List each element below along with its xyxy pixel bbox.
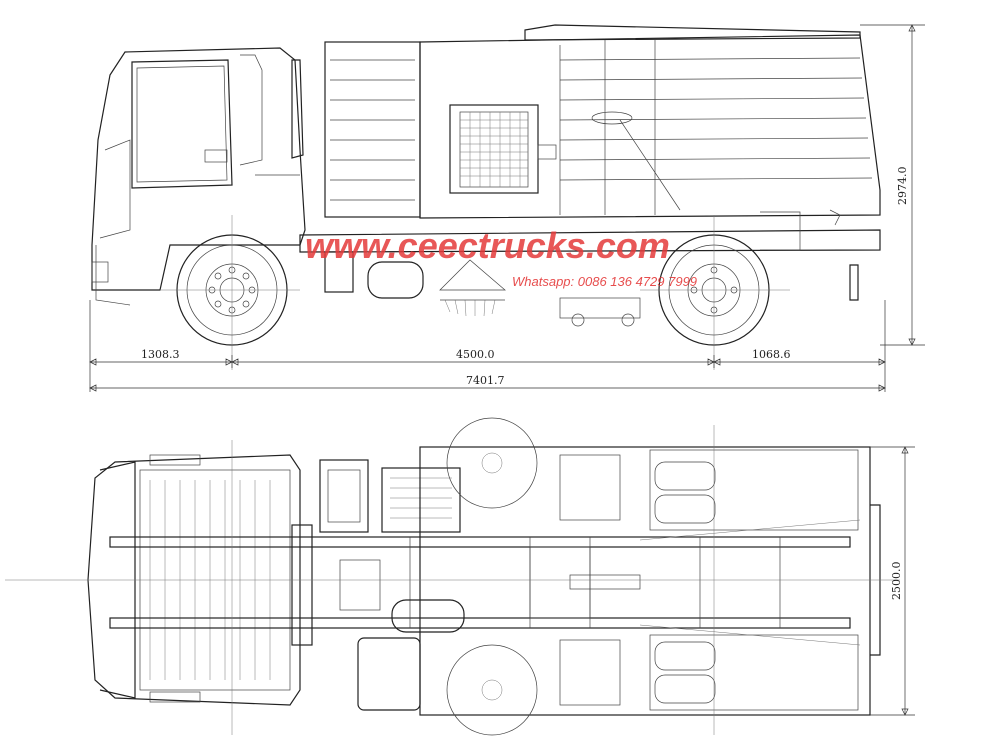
watermark-contact: Whatsapp: 0086 136 4729 7999 bbox=[512, 274, 697, 289]
dim-overall-width: 2500.0 bbox=[890, 562, 903, 601]
equipment-top bbox=[319, 446, 881, 716]
frame-rails-top bbox=[109, 536, 851, 629]
top-dimensions bbox=[870, 446, 915, 716]
watermark: www.ceectrucks.com Whatsapp: 0086 136 47… bbox=[305, 225, 697, 289]
top-centerlines bbox=[5, 425, 900, 735]
side-dimensions bbox=[89, 24, 925, 392]
dim-overall-height: 2974.0 bbox=[896, 167, 909, 206]
cab-side bbox=[91, 47, 306, 306]
top-view: 2500.0 bbox=[5, 417, 915, 736]
sweeper-body-side bbox=[324, 24, 881, 219]
dim-wheelbase: 4500.0 bbox=[456, 348, 495, 361]
brush-rear-top bbox=[446, 644, 538, 736]
wheel-centerlines bbox=[160, 215, 790, 370]
dim-overall-length: 7401.7 bbox=[466, 374, 505, 387]
dim-rear-overhang: 1068.6 bbox=[752, 348, 791, 361]
dim-front-overhang: 1308.3 bbox=[141, 348, 180, 361]
brush-front-top bbox=[446, 417, 538, 509]
chassis-side bbox=[299, 209, 881, 327]
side-view: 1308.3 4500.0 1068.6 7401.7 2974.0 bbox=[89, 24, 925, 392]
watermark-site: www.ceectrucks.com bbox=[305, 225, 670, 266]
